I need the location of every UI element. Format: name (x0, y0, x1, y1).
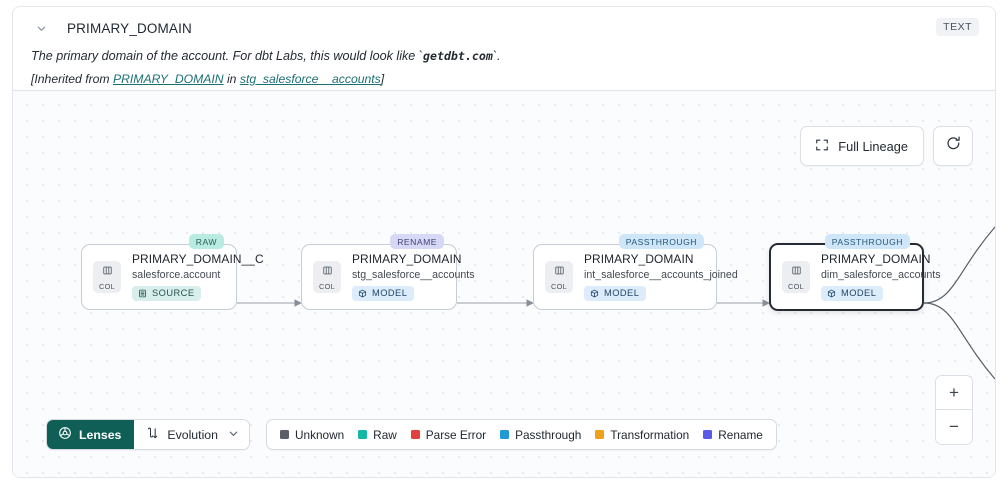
legend-item: Passthrough (500, 428, 581, 442)
inherited-model-link[interactable]: stg_salesforce__accounts (239, 72, 381, 86)
expand-icon (815, 138, 829, 155)
model-icon (590, 289, 599, 298)
col-glyph-icon (554, 263, 565, 281)
node-subtitle: dim_salesforce_accounts (821, 268, 941, 281)
node-tag: PASSTHROUGH (824, 234, 910, 249)
canvas-controls: Full Lineage (800, 126, 973, 166)
inherited-column-link[interactable]: PRIMARY_DOMAIN (112, 72, 224, 86)
node-title: PRIMARY_DOMAIN__C (132, 251, 264, 266)
col-label: COL (787, 282, 805, 291)
col-glyph-icon (322, 263, 333, 281)
lineage-node[interactable]: RENAME COL PRIMARY_DOMAIN stg_salesforce… (301, 234, 475, 310)
lenses-label: Lenses (79, 427, 122, 442)
model-icon (358, 289, 367, 298)
description-text-pre: The primary domain of the account. For d… (31, 49, 423, 63)
node-subtitle: salesforce.account (132, 268, 221, 281)
node-kind-badge: MODEL (821, 285, 884, 301)
lineage-node[interactable]: RAW COL PRIMARY_DOMAIN__C salesforce.acc… (81, 234, 264, 310)
refresh-icon (945, 135, 962, 157)
node-title: PRIMARY_DOMAIN (821, 251, 931, 266)
inherited-prefix: [Inherited from (31, 72, 113, 86)
canvas-bottom-bar: Lenses Evolution U (46, 419, 777, 450)
column-detail-panel: PRIMARY_DOMAIN TEXT The primary domain o… (12, 6, 996, 478)
node-kind-label: MODEL (372, 288, 408, 298)
column-description: The primary domain of the account. For d… (29, 48, 979, 65)
full-lineage-label: Full Lineage (838, 138, 908, 154)
col-label: COL (550, 282, 568, 291)
legend-item: Raw (358, 428, 397, 442)
col-label: COL (318, 282, 336, 291)
full-lineage-button[interactable]: Full Lineage (800, 126, 924, 166)
column-icon: COL (93, 261, 121, 293)
node-tag: PASSTHROUGH (618, 234, 704, 249)
node-tag: RAW (188, 234, 224, 249)
node-kind-label: MODEL (841, 288, 877, 298)
lineage-node[interactable]: PASSTHROUGH COL PRIMARY_DOMAIN int_sales… (533, 234, 738, 310)
type-badge: TEXT (936, 18, 979, 36)
chevron-down-icon[interactable] (33, 20, 49, 36)
legend-label: Rename (718, 427, 763, 442)
inherited-mid: in (223, 72, 240, 86)
panel-header: PRIMARY_DOMAIN TEXT The primary domain o… (13, 7, 995, 89)
node-title: PRIMARY_DOMAIN (352, 251, 462, 266)
legend-label: Transformation (610, 427, 690, 442)
inherited-from-line: [Inherited from PRIMARY_DOMAIN in stg_sa… (29, 72, 979, 86)
model-icon (827, 289, 836, 298)
legend-item: Unknown (279, 427, 345, 442)
node-kind-label: MODEL (604, 288, 640, 298)
legend-swatch-transformation (595, 430, 605, 439)
lenses-segmented-control: Lenses Evolution (46, 419, 250, 450)
description-code: getdbt.com (423, 49, 493, 63)
column-icon: COL (545, 261, 573, 293)
legend-swatch-rename (703, 430, 713, 439)
refresh-button[interactable] (933, 126, 973, 166)
evolution-icon (145, 426, 159, 444)
col-label: COL (98, 282, 116, 291)
lineage-node-selected[interactable]: PASSTHROUGH COL PRIMARY_DOMAIN dim_sales… (769, 234, 941, 311)
node-tag: RENAME (390, 234, 444, 249)
node-subtitle: stg_salesforce__accounts (352, 268, 475, 281)
node-title: PRIMARY_DOMAIN (584, 251, 694, 266)
node-kind-badge: MODEL (584, 285, 647, 301)
page-title: PRIMARY_DOMAIN (67, 20, 192, 36)
legend-item: Transformation (595, 428, 689, 442)
zoom-out-button[interactable]: − (936, 410, 972, 444)
lineage-canvas[interactable]: RAW COL PRIMARY_DOMAIN__C salesforce.acc… (13, 90, 995, 477)
description-text-post: `. (492, 49, 501, 63)
zoom-in-button[interactable]: + (936, 376, 972, 410)
col-glyph-icon (791, 263, 802, 281)
legend-label: Unknown (294, 427, 345, 442)
legend-label: Passthrough (515, 427, 582, 442)
legend-swatch-unknown (279, 430, 289, 439)
aperture-icon (58, 426, 72, 443)
lenses-button[interactable]: Lenses (47, 420, 135, 449)
evolution-label: Evolution (167, 427, 218, 442)
legend-item: Rename (703, 428, 763, 442)
legend-swatch-passthrough (500, 430, 510, 439)
column-icon: COL (782, 261, 810, 293)
legend-label: Parse Error (425, 427, 487, 442)
node-kind-badge: MODEL (352, 285, 415, 301)
col-glyph-icon (102, 263, 113, 281)
zoom-controls: + − (935, 375, 973, 445)
column-icon: COL (313, 261, 341, 293)
inherited-suffix: ] (380, 72, 385, 86)
legend-swatch-raw (358, 430, 368, 439)
source-icon (138, 289, 147, 298)
node-kind-badge: SOURCE (132, 285, 202, 301)
legend-swatch-parse-error (410, 430, 420, 439)
node-subtitle: int_salesforce__accounts_joined (584, 268, 738, 281)
lineage-legend: Unknown Raw Parse Error Passthrough (265, 419, 777, 450)
chevron-down-icon (228, 428, 239, 442)
legend-label: Raw (373, 427, 397, 442)
legend-item: Parse Error (410, 427, 487, 442)
node-kind-label: SOURCE (152, 288, 195, 298)
evolution-dropdown[interactable]: Evolution (134, 420, 249, 449)
